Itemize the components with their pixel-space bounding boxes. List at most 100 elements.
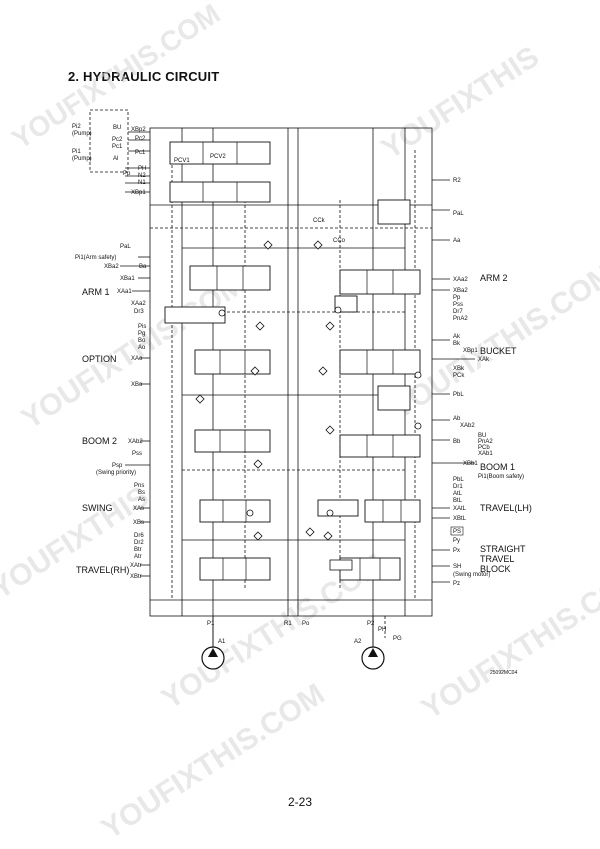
label-bk: Bk — [453, 341, 461, 347]
orifices — [218, 306, 422, 517]
label-atl: AtL — [453, 491, 463, 497]
label-xbp1: XBp1 — [131, 190, 146, 196]
label-r2: R2 — [453, 178, 461, 184]
section-straight: STRAIGHT — [480, 544, 526, 554]
label-xao: XAo — [131, 356, 143, 362]
label-pz: Pz — [453, 581, 460, 587]
label-dr6: Dr6 — [134, 533, 144, 539]
label-pbl2: PbL — [453, 477, 464, 483]
travel-lh-spool — [364, 499, 421, 523]
label-pna2b: PnA2 — [478, 439, 493, 445]
label-ps: PS — [453, 529, 461, 535]
label-pcv1: PCV1 — [174, 158, 190, 164]
label-pck: PCk — [453, 373, 465, 379]
label-px: Px — [453, 548, 460, 554]
section-travel-lh: TRAVEL(LH) — [480, 503, 532, 513]
label-xba2-right: XBa2 — [453, 288, 468, 294]
label-pi2: Pi2(Pump) — [72, 124, 92, 137]
label-xab2: XAb2 — [128, 439, 143, 445]
bucket-spool — [339, 349, 421, 375]
travel-lh-check — [317, 499, 359, 517]
label-psp: Psp — [112, 463, 123, 469]
section-travel-rh: TRAVEL(RH) — [76, 565, 129, 575]
label-al: Al — [113, 156, 118, 162]
label-ab: Ab — [453, 416, 461, 422]
label-xbtl: XBtL — [453, 516, 467, 522]
label-pg: Pg — [138, 331, 145, 337]
label-a2: A2 — [354, 639, 362, 645]
section-boom2: BOOM 2 — [82, 436, 117, 446]
label-pi1-arm: Pi1(Arm safety) — [75, 255, 116, 261]
arm1-regen-valve — [164, 306, 226, 324]
watermark: YOUFIXTHIS.COM — [96, 677, 331, 845]
label-xaa2: XAa2 — [131, 301, 146, 307]
label-dr3: Dr3 — [134, 309, 144, 315]
label-pss: Pss — [132, 451, 142, 457]
label-pcv2: PCV2 — [210, 154, 226, 160]
label-pi1-boom: Pi1(Boom safety) — [478, 474, 524, 480]
pcv-valve — [169, 141, 271, 165]
label-xba2: XBa2 — [104, 264, 119, 270]
label-ph: PH — [138, 166, 146, 172]
page-number: 2-23 — [287, 795, 313, 809]
label-p1: P1 — [207, 621, 215, 627]
label-n1: N1 — [138, 180, 146, 186]
label-po: Po — [302, 621, 310, 627]
watermark: YOUFIXTHIS.COM — [416, 557, 600, 725]
label-xab2-right: XAb2 — [460, 423, 475, 429]
section-boom1: BOOM 1 — [480, 462, 515, 472]
ps-box — [450, 526, 464, 536]
straight-travel-valve-left — [169, 181, 271, 203]
label-xak: XAk — [478, 357, 490, 363]
label-xas: XAs — [133, 506, 144, 512]
label-dr7: Dr7 — [453, 309, 463, 315]
section-travel: TRAVEL — [480, 554, 514, 564]
label-pc1b: Pc1 — [135, 150, 146, 156]
watermark: YOUFIXTHIS.COM — [6, 0, 225, 155]
label-pns: Pns — [134, 483, 144, 489]
label-swing-motor: (Swing motor) — [453, 572, 490, 578]
right-port-ticks — [432, 209, 475, 583]
label-pal-right: PaL — [453, 211, 464, 217]
label-r1: R1 — [284, 621, 292, 627]
label-bs: Bs — [138, 490, 145, 496]
left-section-names: ARM 1 OPTION BOOM 2 SWING TRAVEL(RH) — [76, 287, 129, 575]
label-xbtr: XBtr — [130, 574, 142, 580]
label-ba: Ba — [139, 264, 147, 270]
pump-a2-arrow — [368, 648, 378, 657]
label-a1: A1 — [218, 639, 226, 645]
right-section-names: ARM 2 BUCKET BOOM 1 TRAVEL(LH) STRAIGHT … — [480, 273, 532, 574]
pump-a2 — [361, 646, 385, 670]
label-xbb1: XBb1 — [463, 461, 478, 467]
watermark: YOUFIXTHIS — [0, 480, 155, 606]
label-sh: SH — [453, 564, 461, 570]
right-spool-valves — [317, 199, 421, 581]
pumps — [201, 646, 385, 670]
label-bb: Bb — [453, 439, 461, 445]
label-bo: Bo — [138, 338, 146, 344]
label-ak: Ak — [453, 334, 461, 340]
arm1-spool — [189, 265, 271, 291]
label-cck: CCk — [313, 218, 326, 224]
label-xbs: XBs — [133, 520, 144, 526]
label-pis: Pis — [138, 324, 146, 330]
left-port-ticks — [120, 131, 150, 577]
label-pp-right: Pp — [453, 295, 461, 301]
arm2-spool — [339, 269, 421, 295]
label-btr: Btr — [134, 547, 142, 553]
label-ao: Ao — [138, 345, 146, 351]
label-xbp1-right: XBp1 — [463, 348, 478, 354]
right-labels: R2 PaL Aa XAa2 XBa2 Pp Pss Dr7 PnA2 Ak B… — [450, 178, 524, 587]
swing-spool — [199, 499, 271, 523]
label-pp: Pp — [123, 171, 131, 177]
label-bu-right: BU — [478, 433, 486, 439]
boom-holding-valve — [377, 385, 411, 411]
label-xaa2-right: XAa2 — [453, 277, 468, 283]
label-pc1: Pc1 — [112, 144, 123, 150]
section-swing: SWING — [82, 503, 113, 513]
left-labels: Pi2(Pump) Pi1(Pump) BU Pc2 Pc1 Al XBp2 P… — [72, 124, 346, 580]
label-cco: CCo — [333, 238, 346, 244]
pump-a1 — [201, 646, 225, 670]
